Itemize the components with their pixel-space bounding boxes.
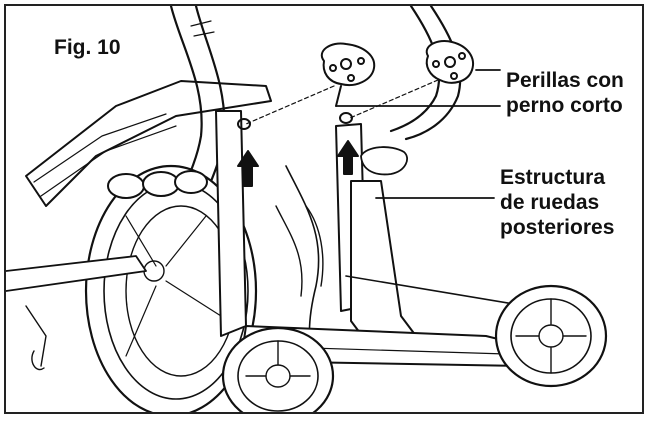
callout-knobs-short-bolt: Perillas con perno corto xyxy=(506,68,624,118)
wheel-knobs xyxy=(107,170,208,199)
arrow-right xyxy=(337,140,359,175)
callout-line: de ruedas xyxy=(500,191,600,214)
rear-wheel-right xyxy=(494,284,608,388)
callout-rear-wheel-frame: Estructura de ruedas posteriores xyxy=(500,165,614,240)
callout-line: Estructura xyxy=(500,166,606,189)
figure-frame: Fig. 10 Perillas con perno corto Estruct… xyxy=(4,4,644,414)
handle-right xyxy=(389,6,441,133)
callout-line: posteriores xyxy=(500,216,615,239)
callout-line: perno corto xyxy=(506,94,623,117)
callout-line: Perillas con xyxy=(506,69,624,92)
arrow-left xyxy=(237,150,259,187)
tine-shield xyxy=(25,80,272,207)
rear-wheel-left xyxy=(221,326,335,412)
frame-knob xyxy=(360,146,408,176)
figure-label: Fig. 10 xyxy=(54,36,121,59)
tiller-line-drawing xyxy=(6,6,608,412)
knob-short-bolt-left xyxy=(320,42,376,107)
knob-short-bolt-right xyxy=(425,40,474,84)
